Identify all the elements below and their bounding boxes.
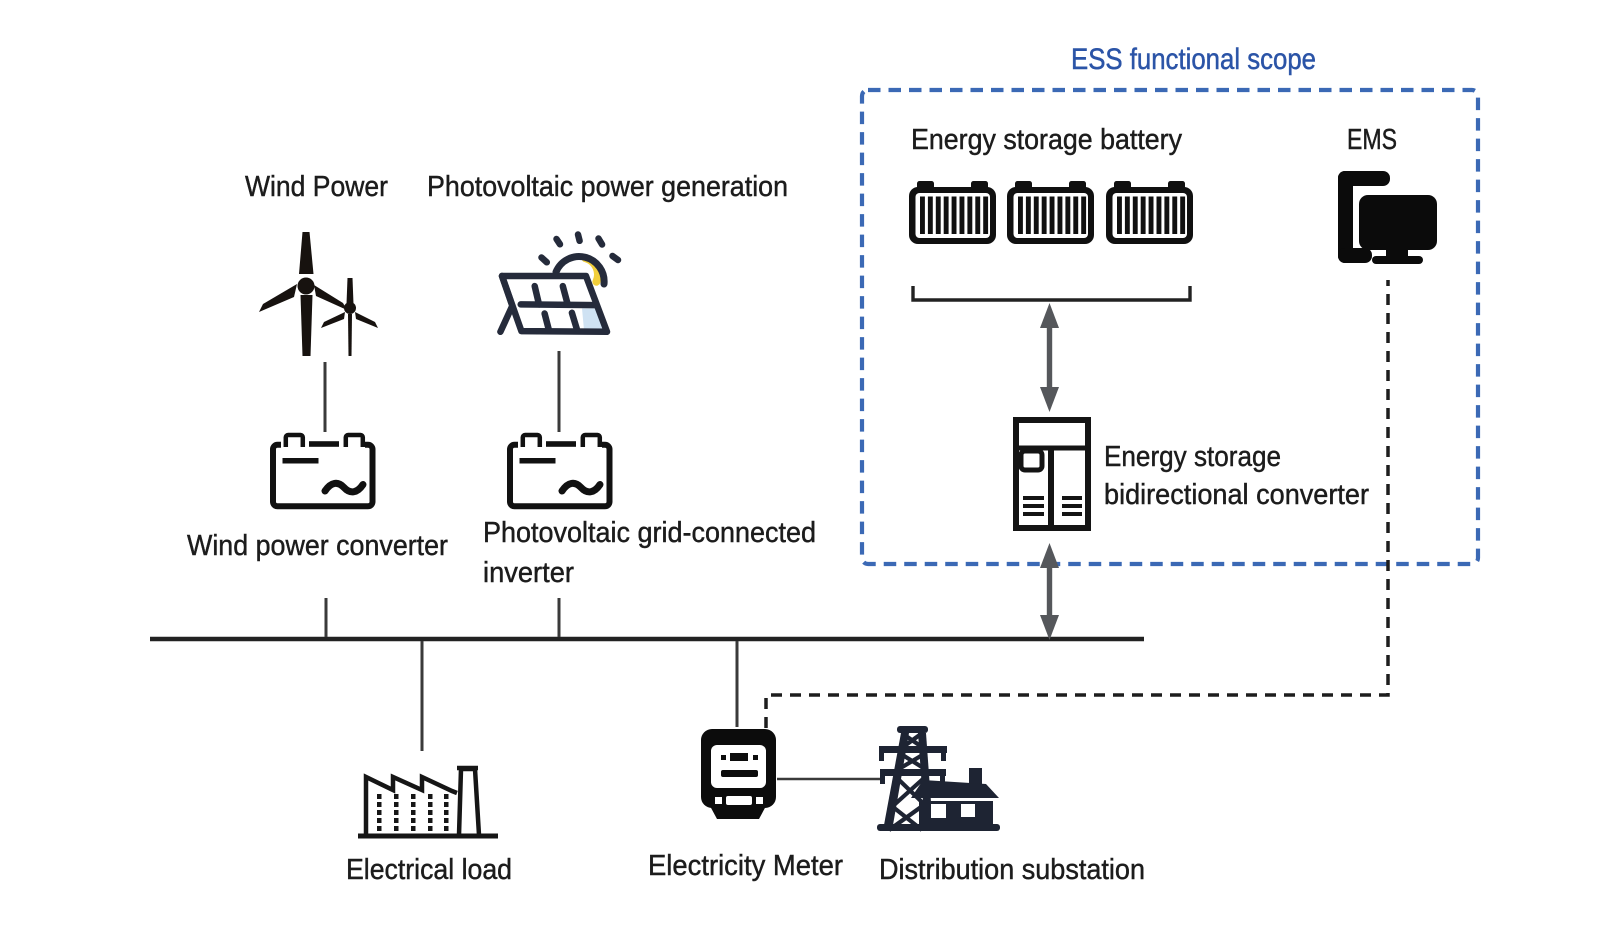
svg-text:EMS: EMS	[1347, 124, 1397, 156]
svg-text:Distribution substation: Distribution substation	[879, 854, 1145, 886]
svg-text:Electrical load: Electrical load	[346, 854, 512, 886]
svg-text:ESS functional scope: ESS functional scope	[1071, 43, 1316, 76]
svg-text:Energy storage battery: Energy storage battery	[911, 124, 1182, 156]
svg-text:Photovoltaic grid-connected: Photovoltaic grid-connected	[483, 517, 816, 549]
svg-text:Photovoltaic power generation: Photovoltaic power generation	[427, 171, 788, 203]
svg-text:inverter: inverter	[483, 557, 574, 589]
svg-text:Wind Power: Wind Power	[245, 171, 388, 203]
svg-text:Wind power converter: Wind power converter	[187, 530, 448, 562]
svg-text:bidirectional converter: bidirectional converter	[1104, 479, 1369, 511]
svg-text:Electricity Meter: Electricity Meter	[648, 850, 843, 882]
svg-text:Energy storage: Energy storage	[1104, 441, 1281, 473]
